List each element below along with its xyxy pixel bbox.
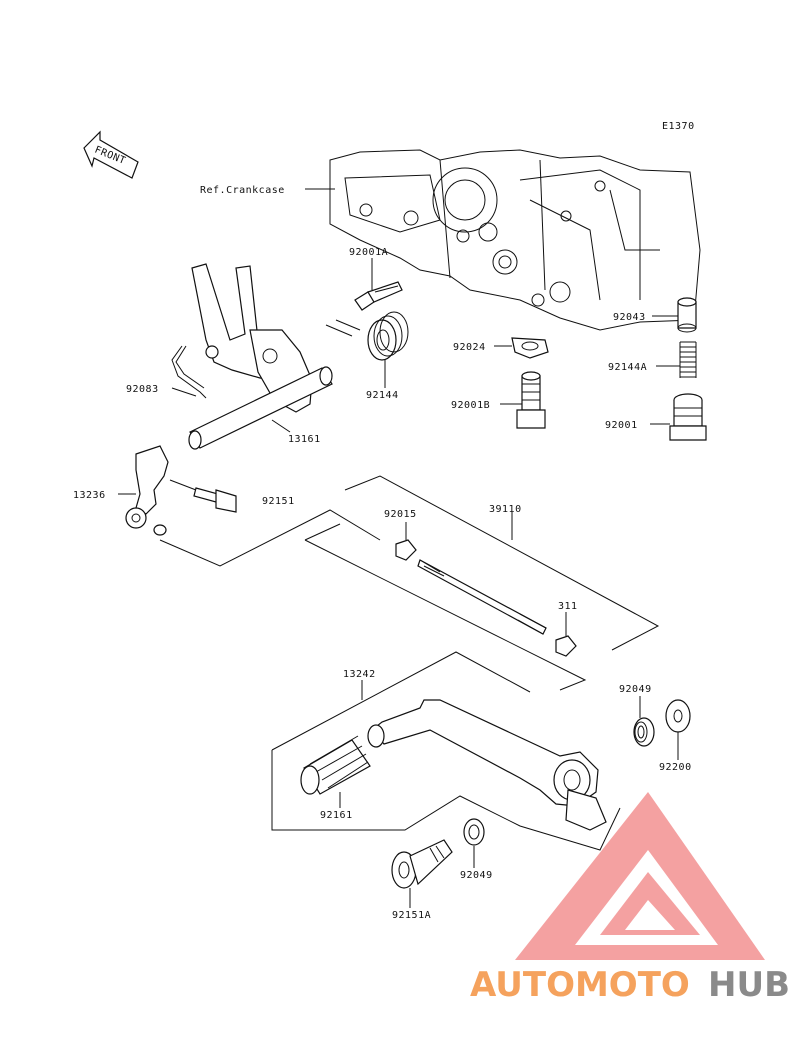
part-shift-pedal	[367, 699, 607, 831]
label-92001A: 92001A	[349, 247, 388, 258]
part-92151A	[391, 839, 453, 889]
part-92161	[300, 735, 371, 795]
part-92024	[511, 337, 549, 359]
part-13236	[125, 445, 169, 536]
label-92049-lower: 92049	[460, 870, 493, 881]
part-92015	[395, 539, 417, 561]
diagram-code: E1370	[662, 121, 695, 132]
watermark-part2: HUB	[708, 965, 790, 1005]
part-311	[555, 635, 577, 657]
part-92151	[169, 479, 237, 513]
label-92161: 92161	[320, 810, 353, 821]
label-92144A: 92144A	[608, 362, 647, 373]
label-92151: 92151	[262, 496, 295, 507]
part-92049-upper	[633, 717, 655, 747]
part-92083	[171, 345, 207, 399]
crankcase-ref-label: Ref.Crankcase	[200, 185, 285, 196]
label-92001: 92001	[605, 420, 638, 431]
label-92024: 92024	[453, 342, 486, 353]
label-13242: 13242	[343, 669, 376, 680]
label-92083: 92083	[126, 384, 159, 395]
label-92144: 92144	[366, 390, 399, 401]
crankcase-drawing	[329, 149, 701, 331]
watermark-logo	[515, 792, 765, 960]
label-92015: 92015	[384, 509, 417, 520]
watermark-part1: AUTOMOTO	[470, 965, 690, 1005]
label-92049-upper: 92049	[619, 684, 652, 695]
watermark-text: AUTOMOTO HUB	[470, 965, 790, 1005]
label-92151A: 92151A	[392, 910, 431, 921]
label-92200: 92200	[659, 762, 692, 773]
part-92144-spring	[325, 311, 409, 361]
part-92001	[669, 393, 707, 441]
label-13236: 13236	[73, 490, 106, 501]
label-311: 311	[558, 601, 578, 612]
part-tie-rod	[417, 559, 547, 635]
part-92144A	[679, 341, 697, 378]
part-92001B	[516, 371, 546, 429]
part-92001A	[354, 281, 403, 311]
label-92043: 92043	[613, 312, 646, 323]
part-92049-lower	[463, 818, 485, 846]
part-13161-shift-shaft	[188, 263, 333, 450]
part-92200	[665, 699, 691, 733]
label-92001B: 92001B	[451, 400, 490, 411]
label-39110: 39110	[489, 504, 522, 515]
label-13161: 13161	[288, 434, 321, 445]
front-arrow-icon: FRONT	[83, 130, 139, 179]
part-92043	[677, 297, 697, 333]
